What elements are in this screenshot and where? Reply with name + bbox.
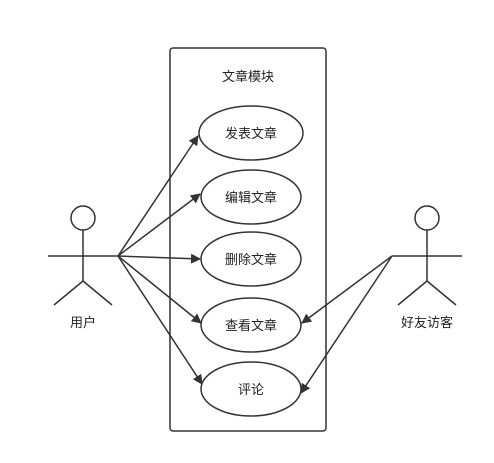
use-case-view: 查看文章 — [200, 297, 302, 353]
use-case-comment-label: 评论 — [238, 383, 264, 398]
actor-user — [48, 205, 118, 306]
use-case-publish-label: 发表文章 — [225, 126, 277, 142]
association-user-publish — [117, 135, 199, 257]
use-case-edit-label: 编辑文章 — [225, 190, 277, 206]
actor-user-left-leg — [53, 280, 84, 306]
association-user-view — [117, 255, 202, 324]
association-user-edit — [117, 193, 201, 257]
use-case-delete-oval — [200, 231, 302, 287]
use-case-view-oval — [200, 297, 302, 353]
use-case-view-label: 查看文章 — [225, 318, 277, 334]
association-visitor-view — [301, 255, 393, 324]
use-case-publish-oval — [198, 105, 304, 161]
use-case-edit: 编辑文章 — [200, 169, 302, 225]
association-visitor-comment — [300, 255, 393, 394]
actor-visitor-label: 好友访客 — [401, 315, 453, 331]
actor-visitor-head — [414, 205, 440, 231]
system-boundary-box — [169, 47, 327, 432]
use-case-comment: 评论 — [200, 361, 302, 417]
actor-user-label: 用户 — [70, 315, 96, 331]
association-user-delete — [117, 253, 201, 264]
use-case-delete-label: 删除文章 — [225, 252, 277, 268]
use-case-publish: 发表文章 — [198, 105, 304, 161]
association-user-comment — [117, 255, 203, 385]
actor-visitor-left-leg — [397, 280, 428, 306]
actor-user-head — [70, 205, 96, 231]
associations-user — [117, 135, 203, 385]
system-title: 文章模块 — [222, 69, 274, 85]
system-boundary: 文章模块 — [169, 47, 327, 432]
associations-visitor — [300, 255, 393, 394]
actor-user-right-leg — [82, 280, 113, 306]
use-case-delete: 删除文章 — [200, 231, 302, 287]
use-case-edit-oval — [200, 169, 302, 225]
actor-visitor — [392, 205, 462, 306]
actor-visitor-right-leg — [426, 280, 457, 306]
